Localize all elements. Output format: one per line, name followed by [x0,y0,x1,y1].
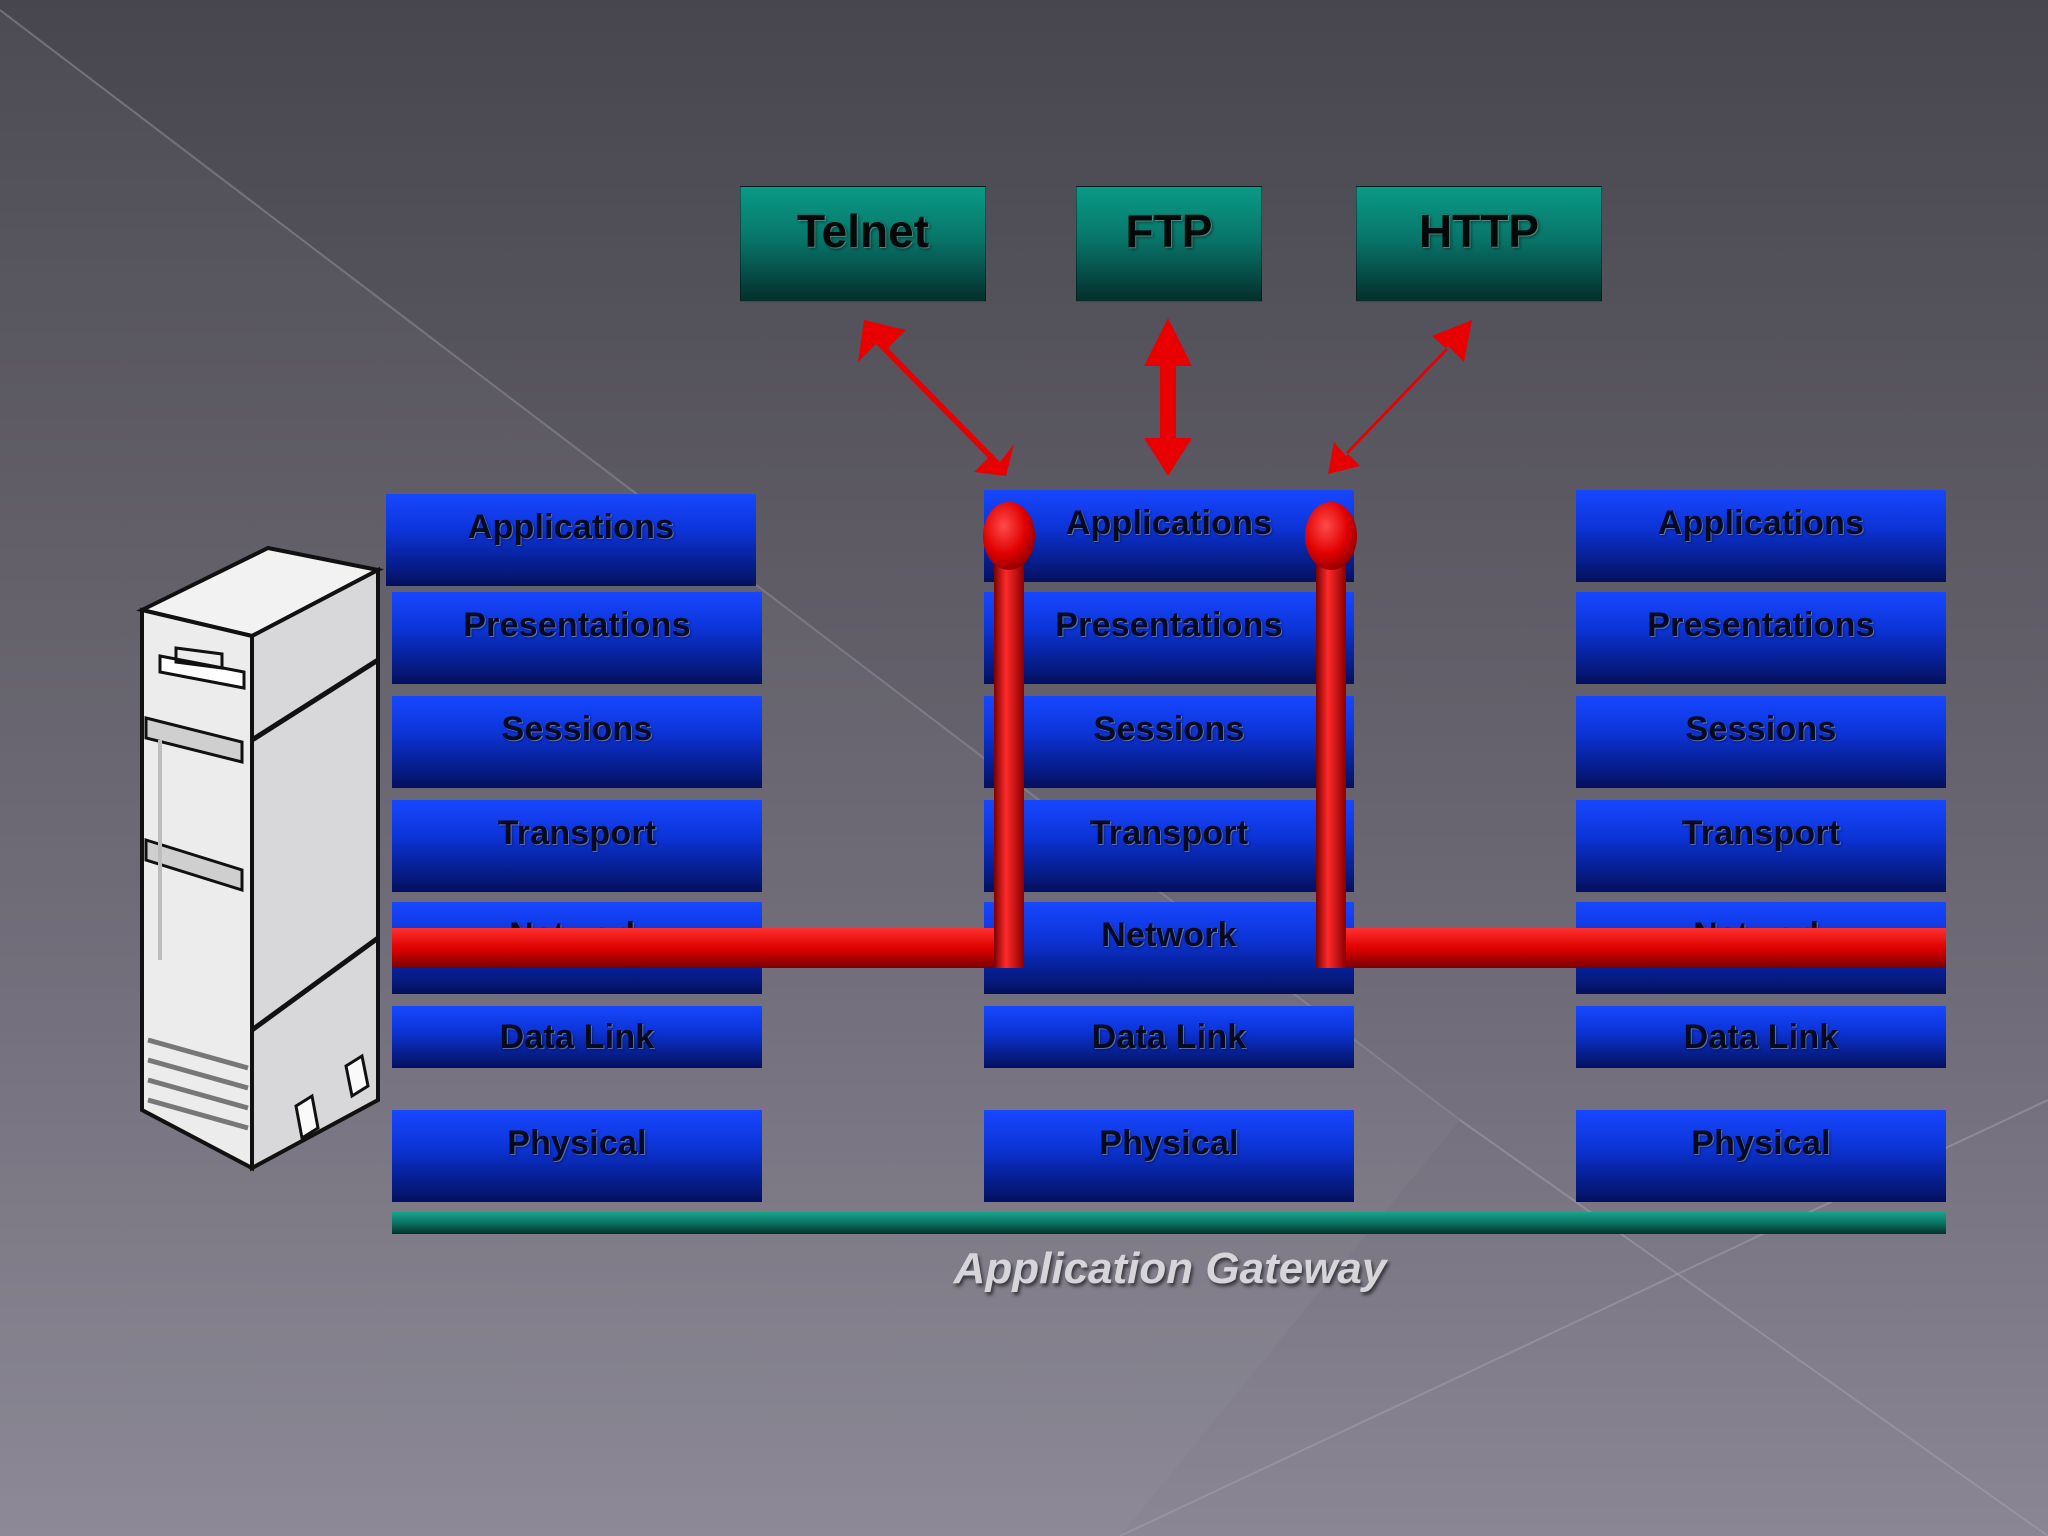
middle-layer-transport: Transport [984,800,1354,892]
middle-layer-data-link: Data Link [984,1006,1354,1068]
right-layer-transport: Transport [1576,800,1946,892]
left-layer-applications: Applications [386,494,756,586]
middle-layer-sessions: Sessions [984,696,1354,788]
gateway-label: Application Gateway [953,1244,1387,1293]
server-tower-icon [136,545,384,1172]
left-layer-transport: Transport [392,800,762,892]
gateway-bar [392,1212,1946,1234]
left-layer-presentations: Presentations [392,592,762,684]
right-layer-sessions: Sessions [1576,696,1946,788]
right-layer-data-link: Data Link [1576,1006,1946,1068]
middle-layer-physical: Physical [984,1110,1354,1202]
right-layer-network: Network [1576,902,1946,994]
http-box: HTTP [1356,186,1602,302]
middle-layer-applications: Applications [984,490,1354,582]
right-layer-presentations: Presentations [1576,592,1946,684]
telnet-box: Telnet [740,186,986,302]
middle-layer-presentations: Presentations [984,592,1354,684]
ftp-box: FTP [1076,186,1262,302]
left-layer-sessions: Sessions [392,696,762,788]
left-layer-data-link: Data Link [392,1006,762,1068]
middle-layer-network: Network [984,902,1354,994]
left-layer-network: Network [392,902,762,994]
right-layer-physical: Physical [1576,1110,1946,1202]
left-layer-physical: Physical [392,1110,762,1202]
right-layer-applications: Applications [1576,490,1946,582]
